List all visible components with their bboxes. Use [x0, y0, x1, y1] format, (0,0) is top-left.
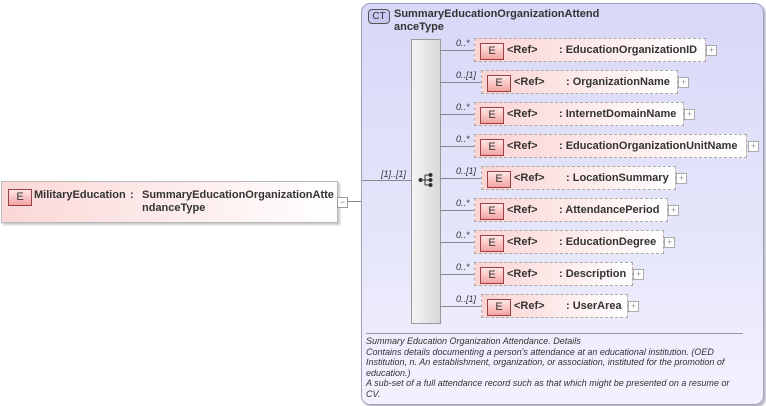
ref-label: <Ref> [507, 204, 538, 216]
connector-line [348, 201, 362, 202]
child-multiplicity: 0..[1] [456, 294, 477, 304]
child-element-name: : LocationSummary [566, 172, 669, 184]
ref-label: <Ref> [507, 236, 538, 248]
expand-icon[interactable]: + [748, 141, 759, 152]
expand-icon[interactable]: + [706, 45, 717, 56]
ref-label: <Ref> [514, 300, 545, 312]
child-multiplicity: 0..* [456, 262, 470, 272]
child-element-education-organization-unit-name[interactable]: E <Ref> : EducationOrganizationUnitName [474, 134, 747, 158]
ref-label: <Ref> [507, 108, 538, 120]
complex-type-badge: CT [368, 9, 390, 24]
child-connector-line [440, 306, 481, 307]
expand-icon[interactable]: + [676, 173, 687, 184]
child-element-name: : InternetDomainName [559, 108, 677, 120]
child-multiplicity: 0..* [456, 134, 470, 144]
documentation-divider [366, 333, 743, 334]
root-element-name: MilitaryEducation [34, 189, 126, 201]
child-connector-line [440, 242, 474, 243]
element-badge: E [480, 139, 504, 156]
element-badge: E [480, 107, 504, 124]
child-connector-line [440, 178, 481, 179]
ref-label: <Ref> [514, 172, 545, 184]
child-multiplicity: 0..* [456, 230, 470, 240]
element-badge: E [487, 299, 511, 316]
child-element-name: : EducationDegree [559, 236, 657, 248]
element-badge: E [480, 235, 504, 252]
root-element-military-education[interactable]: E MilitaryEducation : SummaryEducationOr… [1, 181, 338, 223]
child-multiplicity: 0..* [456, 102, 470, 112]
ref-label: <Ref> [507, 44, 538, 56]
expand-icon[interactable]: + [678, 77, 689, 88]
child-element-name: : EducationOrganizationID [559, 44, 698, 56]
child-element-organization-name[interactable]: E <Ref> : OrganizationName [481, 70, 678, 94]
documentation-line: Summary Education Organization Attendanc… [366, 336, 581, 346]
child-multiplicity: 0..* [456, 198, 470, 208]
element-badge: E [480, 203, 504, 220]
element-badge: E [8, 189, 32, 206]
element-badge: E [480, 43, 504, 60]
child-multiplicity: 0..[1] [456, 70, 477, 80]
sequence-compositor-icon [418, 173, 433, 187]
sequence-compositor[interactable] [411, 39, 441, 324]
child-element-name: : Description [559, 268, 627, 280]
root-element-type: SummaryEducationOrganizationAttendanceTy… [142, 189, 334, 214]
child-connector-line [440, 146, 474, 147]
child-element-internet-domain-name[interactable]: E <Ref> : InternetDomainName [474, 102, 684, 126]
sequence-connector-line [362, 180, 411, 181]
child-element-location-summary[interactable]: E <Ref> : LocationSummary [481, 166, 676, 190]
child-connector-line [440, 50, 474, 51]
element-badge: E [487, 171, 511, 188]
child-element-user-area[interactable]: E <Ref> : UserArea [481, 294, 628, 318]
documentation-text: Summary Education Organization Attendanc… [366, 336, 746, 399]
child-element-name: : EducationOrganizationUnitName [559, 140, 738, 152]
documentation-line: Contains details documenting a person's … [366, 346, 725, 378]
child-connector-line [440, 82, 481, 83]
expand-icon[interactable]: + [628, 301, 639, 312]
child-element-name: : OrganizationName [566, 76, 670, 88]
element-badge: E [487, 75, 511, 92]
expand-icon[interactable]: + [684, 109, 695, 120]
expand-icon[interactable]: + [668, 205, 679, 216]
child-element-name: : AttendancePeriod [559, 204, 660, 216]
collapse-toggle-icon[interactable]: − [337, 197, 348, 208]
ref-label: <Ref> [507, 268, 538, 280]
child-multiplicity: 0..* [456, 38, 470, 48]
documentation-line: A sub-set of a full attendance record su… [366, 378, 730, 399]
element-badge: E [480, 267, 504, 284]
child-element-education-organization-id[interactable]: E <Ref> : EducationOrganizationID [474, 38, 706, 62]
child-element-description[interactable]: E <Ref> : Description [474, 262, 633, 286]
child-element-name: : UserArea [566, 300, 622, 312]
expand-icon[interactable]: + [664, 237, 675, 248]
child-element-education-degree[interactable]: E <Ref> : EducationDegree [474, 230, 664, 254]
child-connector-line [440, 274, 474, 275]
complex-type-title: SummaryEducationOrganizationAttendanceTy… [394, 8, 600, 33]
child-connector-line [440, 114, 474, 115]
type-separator: : [130, 189, 134, 201]
sequence-multiplicity: [1]..[1] [381, 169, 407, 179]
child-element-attendance-period[interactable]: E <Ref> : AttendancePeriod [474, 198, 668, 222]
ref-label: <Ref> [507, 140, 538, 152]
expand-icon[interactable]: + [633, 269, 644, 280]
child-multiplicity: 0..[1] [456, 166, 477, 176]
ref-label: <Ref> [514, 76, 545, 88]
child-connector-line [440, 210, 474, 211]
